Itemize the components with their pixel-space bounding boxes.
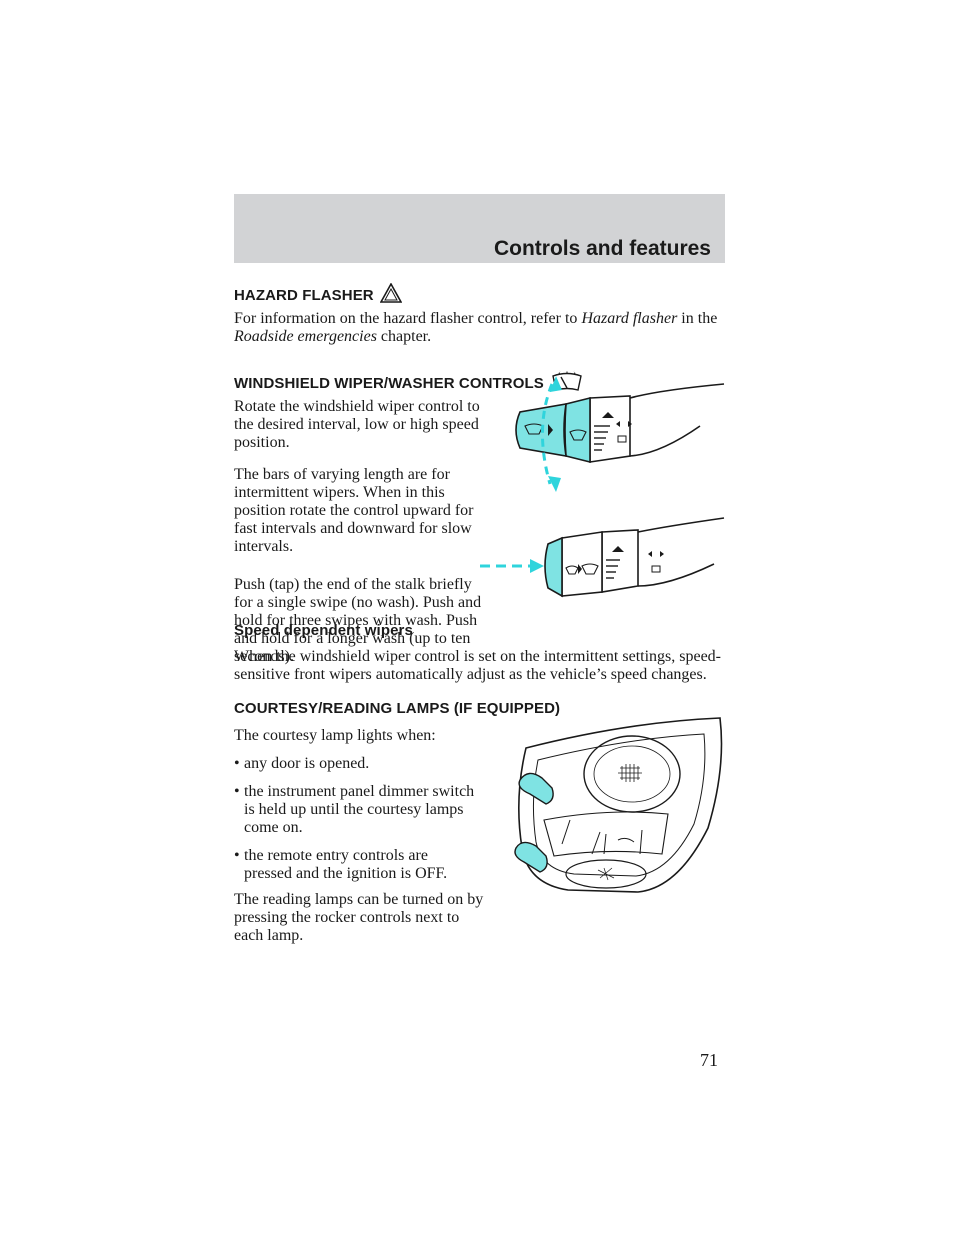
page-number: 71 — [700, 1050, 718, 1070]
courtesy-intro: The courtesy lamp lights when: — [234, 727, 436, 744]
wiper-paragraph-2: The bars of varying length are for inter… — [234, 466, 474, 555]
bullet-icon: • — [234, 783, 240, 800]
list-item: • the remote entry controls are pressed … — [234, 847, 448, 882]
reading-lamps-paragraph: The reading lamps can be turned on by pr… — [234, 891, 484, 944]
link-roadside-emergencies: Roadside emergencies — [234, 328, 377, 345]
header-band: Controls and features — [234, 194, 725, 263]
wiper-stalk-rotate-figure — [515, 376, 725, 492]
wiper-heading-text: WINDSHIELD WIPER/WASHER CONTROLS — [234, 375, 544, 392]
bullet-icon: • — [234, 755, 240, 772]
speed-paragraph: When the windshield wiper control is set… — [234, 648, 722, 683]
hazard-paragraph: For information on the hazard flasher co… — [234, 310, 718, 345]
courtesy-heading: COURTESY/READING LAMPS (IF EQUIPPED) — [234, 700, 561, 717]
wiper-paragraph-1: Rotate the windshield wiper control to t… — [234, 398, 480, 451]
section-title: Controls and features — [493, 237, 711, 260]
hazard-triangle-icon — [379, 282, 403, 303]
bullet-icon: • — [234, 847, 240, 864]
courtesy-lamp-console-figure — [514, 717, 723, 893]
wiper-paragraph-3: Push (tap) the end of the stalk briefly … — [234, 576, 482, 665]
wiper-stalk-push-figure — [480, 517, 725, 598]
list-item: • the instrument panel dimmer switch is … — [234, 783, 475, 836]
speed-heading: Speed dependent wipers — [234, 622, 413, 639]
list-item: • any door is opened. — [234, 755, 370, 772]
hazard-heading-text: HAZARD FLASHER — [234, 287, 374, 304]
link-hazard-flasher: Hazard flasher — [581, 310, 678, 327]
hazard-heading: HAZARD FLASHER — [234, 282, 403, 304]
